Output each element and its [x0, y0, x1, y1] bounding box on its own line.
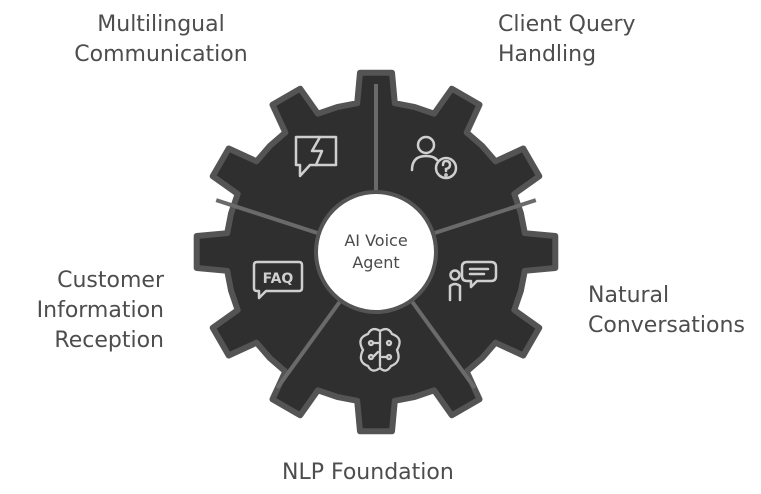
- label-line: Conversations: [588, 313, 745, 338]
- segment-divider: [409, 299, 477, 390]
- label-line: Reception: [54, 328, 164, 353]
- segment-divider: [215, 198, 320, 236]
- broken-speech-bubble-icon: [294, 135, 338, 178]
- label-line: Handling: [498, 42, 597, 67]
- faq-bubble-icon: FAQ: [252, 260, 304, 300]
- person-question-icon: [410, 135, 458, 180]
- label-line: Communication: [74, 42, 248, 67]
- segment-divider: [275, 299, 343, 390]
- label-client-query-handling: Client Query Handling: [498, 10, 636, 70]
- label-line: Natural: [588, 283, 670, 308]
- label-line: Multilingual: [97, 12, 225, 37]
- center-hub: [314, 190, 438, 314]
- center-title-line1: AI Voice: [344, 231, 407, 250]
- label-nlp-foundation: NLP Foundation: [282, 458, 454, 488]
- label-line: NLP Foundation: [282, 460, 454, 485]
- segment-divider: [432, 198, 537, 236]
- person-chat-icon: [448, 260, 498, 302]
- label-multilingual-communication: Multilingual Communication: [68, 10, 254, 70]
- label-line: Client Query: [498, 12, 636, 37]
- label-line: Information: [36, 298, 164, 323]
- segment-dividers: [215, 84, 537, 390]
- label-natural-conversations: Natural Conversations: [588, 281, 745, 341]
- label-customer-information-reception: Customer Information Reception: [16, 266, 164, 356]
- center-title-line2: Agent: [352, 253, 399, 272]
- brain-circuit-icon: [359, 327, 401, 372]
- faq-icon-text: FAQ: [263, 271, 294, 287]
- label-line: Customer: [57, 268, 164, 293]
